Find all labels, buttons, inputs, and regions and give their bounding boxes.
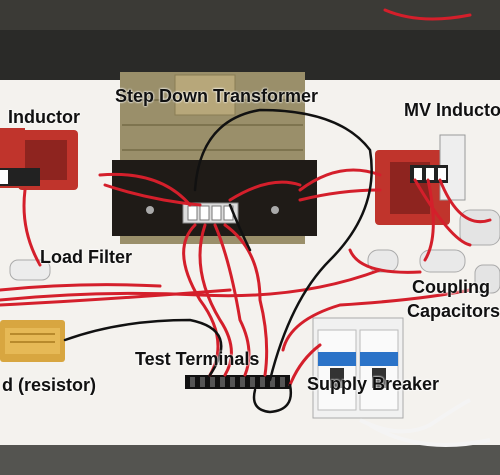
label-load-resistor: d (resistor) [2, 375, 97, 395]
supply-breaker [312, 317, 404, 419]
label-mv-inductor: MV Inductor [404, 100, 500, 120]
black-wires [63, 108, 373, 414]
step-down-transformer [112, 72, 317, 244]
label-capacitors: Capacitors [407, 301, 500, 321]
label-supply-breaker: Supply Breaker [307, 374, 440, 394]
left-inductor [0, 128, 78, 190]
red-wires [0, 8, 492, 387]
mv-inductor [375, 134, 466, 225]
label-test-terminals: Test Terminals [135, 349, 260, 369]
test-terminals [185, 375, 290, 389]
label-inductor: Inductor [8, 107, 80, 127]
label-step-down-transformer: Step Down Transformer [115, 86, 319, 106]
load-resistor [0, 320, 65, 362]
label-coupling: Coupling [412, 277, 490, 297]
label-load-filter: Load Filter [40, 247, 133, 267]
